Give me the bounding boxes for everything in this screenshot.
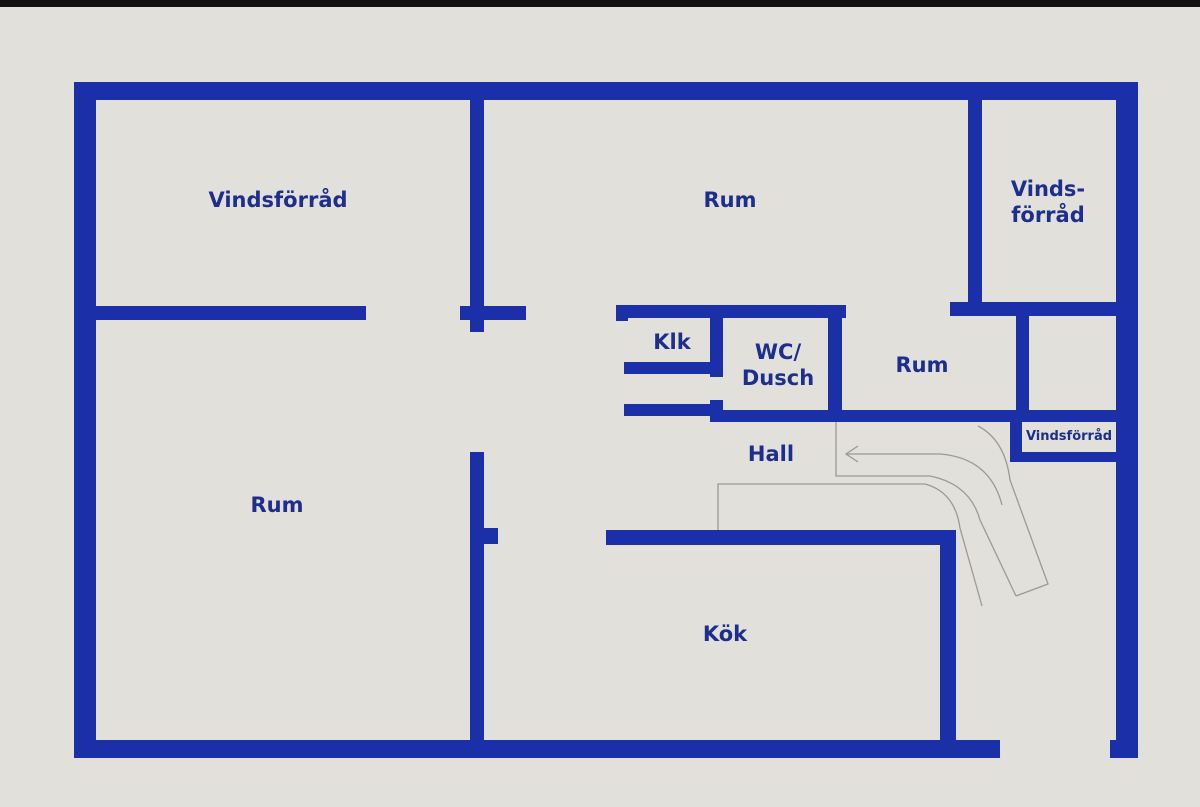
wall-storage-left: [1016, 316, 1029, 422]
stair-outer-edge: [835, 422, 1017, 597]
room-label-rum-top: Rum: [703, 187, 757, 212]
stairs: [717, 422, 1049, 607]
wall-klk-left: [616, 305, 628, 321]
walls: [74, 82, 1138, 758]
room-label-rum-middle: Rum: [895, 352, 949, 377]
room-label-hall: Hall: [747, 441, 795, 466]
room-label-wc-dusch: WC/ Dusch: [741, 339, 815, 390]
room-label-klk: Klk: [653, 329, 691, 354]
wall-vindsforrad-right-left: [968, 100, 982, 306]
wall-klk-bottom: [624, 362, 718, 374]
wall-kitchen-right: [940, 530, 956, 742]
wall-bottom-right-stub: [1110, 740, 1138, 758]
stair-arrow-head: [844, 445, 859, 463]
room-label-vindsforrad-small: Vindsförråd: [1025, 428, 1113, 444]
screen-top-edge: [0, 0, 1200, 7]
stair-inner-edge: [717, 483, 983, 607]
wall-bath-top: [616, 305, 846, 318]
wall-kitchen-top: [606, 530, 954, 545]
stair-direction-arrow: [846, 453, 1003, 506]
wall-wc-right: [828, 305, 842, 421]
wall-right: [1116, 82, 1138, 758]
wall-top: [80, 82, 1138, 100]
wall-vertical-center-bottom: [470, 452, 484, 742]
wall-small-store-left: [1010, 418, 1022, 462]
wall-small-store-bottom: [1010, 452, 1120, 462]
wall-vertical-center-top: [470, 100, 484, 332]
room-label-rum-left: Rum: [250, 492, 304, 517]
wall-klk-wc-divider: [710, 305, 723, 377]
room-label-vindsforrad-top-left: Vindsförråd: [208, 187, 348, 212]
wall-vindsforrad-right-bottom: [950, 302, 1120, 316]
wall-stub-hall: [484, 528, 498, 544]
wall-left: [74, 82, 96, 758]
room-label-kok: Kök: [702, 621, 748, 646]
room-label-vindsforrad-top-right: Vinds- förråd: [1010, 176, 1086, 227]
wall-bottom-left: [74, 740, 1000, 758]
wall-vindsforrad-bottom: [96, 306, 366, 320]
wall-stub-center: [460, 306, 526, 320]
wall-hall-top: [710, 410, 1120, 422]
stair-landing: [977, 425, 1049, 597]
wall-hall-top-left: [624, 404, 722, 416]
